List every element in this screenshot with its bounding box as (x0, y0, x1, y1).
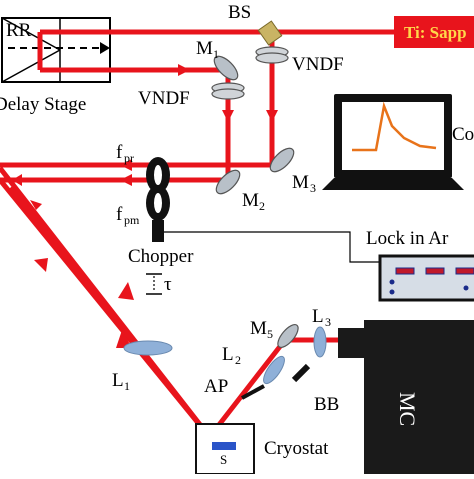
mirror-m5 (277, 324, 299, 348)
bb-label: BB (314, 394, 339, 415)
lockin-label: Lock in Ar (366, 228, 449, 249)
mirror-m1 (213, 55, 239, 81)
vndf-right-label: VNDF (292, 54, 344, 75)
m5-label: M (250, 318, 267, 339)
laser-source (394, 16, 474, 48)
lockin-amplifier (378, 254, 474, 302)
vndf-left-label: VNDF (138, 88, 190, 109)
m1-label: M (196, 38, 213, 59)
l3-sub: 3 (325, 315, 331, 329)
delay-stage-label: Delay Stage (0, 94, 86, 115)
chopper-cable (164, 231, 380, 263)
sample-label: S (220, 452, 227, 467)
l3-label: L (312, 306, 324, 327)
m1-sub: 1 (213, 47, 219, 61)
m2-sub: 2 (259, 199, 265, 213)
m3-label: M (292, 172, 309, 193)
lens-l3 (313, 326, 327, 358)
fpm-sub: pm (124, 213, 140, 227)
retroreflector: RR (1, 17, 111, 83)
cryostat (195, 423, 255, 475)
monochromator (338, 320, 474, 474)
vndf-filter-right (255, 46, 289, 64)
tau-label: τ (164, 274, 172, 295)
sample (212, 442, 236, 450)
fpr-label: f (116, 142, 123, 163)
m2-label: M (242, 190, 259, 211)
chopper-label: Chopper (128, 246, 194, 267)
beam-splitter (257, 20, 283, 46)
l2-label: L (222, 344, 234, 365)
lens-l1 (123, 340, 173, 356)
beam-block (291, 363, 311, 383)
computer-label: Co (452, 124, 474, 145)
screen-trace (352, 101, 437, 152)
cryostat-label: Cryostat (264, 438, 329, 459)
vndf-filter-left (211, 82, 245, 100)
rr-label: RR (6, 20, 32, 41)
lens-l2 (263, 355, 285, 385)
mc-label: MC (395, 392, 420, 426)
delay-stage-box (1, 17, 111, 83)
mirror-m3 (269, 147, 295, 173)
laser-label: Ti: Sapp (404, 23, 467, 42)
fpm-label: f (116, 204, 123, 225)
chopper (146, 157, 170, 242)
l1-sub: 1 (124, 379, 130, 393)
ap-label: AP (204, 376, 228, 397)
mirror-m2 (215, 169, 241, 195)
computer (322, 94, 464, 190)
m5-sub: 5 (267, 327, 273, 341)
aperture (241, 384, 265, 400)
l1-label: L (112, 370, 124, 391)
m3-sub: 3 (310, 181, 316, 195)
l2-sub: 2 (235, 353, 241, 367)
bs-label: BS (228, 2, 251, 23)
beam-arrows (12, 64, 278, 348)
fpr-sub: pr (124, 151, 134, 165)
